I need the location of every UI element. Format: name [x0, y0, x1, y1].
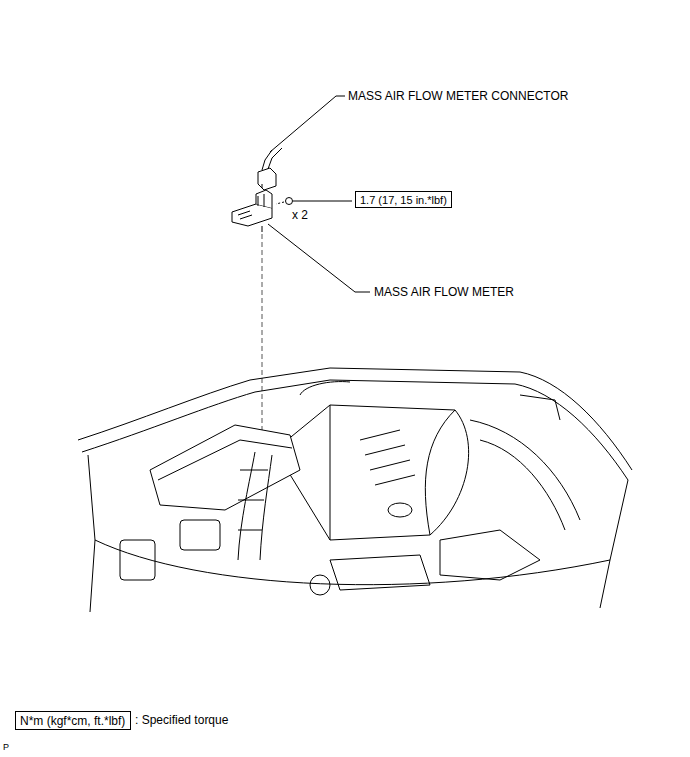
install-line: [262, 234, 263, 452]
air-cleaner: [150, 425, 300, 510]
torque-box: 1.7 (17, 15 in.*lbf): [355, 191, 452, 208]
legend-box: N*m (kgf*cm, ft.*lbf): [15, 711, 131, 730]
leader-line: [268, 224, 370, 292]
part-name: MASS AIR FLOW METER CONNECTOR: [348, 89, 568, 103]
connector-symbol: [258, 168, 276, 190]
bolt-symbol: [286, 198, 293, 205]
quantity: x 2: [292, 208, 308, 222]
meter-symbol: [232, 204, 272, 226]
box-text: 1.7 (17, 15 in.*lbf): [360, 194, 451, 206]
box-text: N*m (kgf*cm, ft.*lbf): [20, 714, 130, 728]
part-name: MASS AIR FLOW METER: [374, 285, 514, 299]
leader-line: [270, 96, 345, 152]
leader-line: [293, 201, 352, 202]
engine-cover: [275, 405, 469, 540]
legend-text: : Specified torque: [135, 713, 228, 727]
intake-hose: [238, 452, 272, 560]
page-mark: P: [3, 742, 9, 752]
wire: [262, 148, 282, 170]
